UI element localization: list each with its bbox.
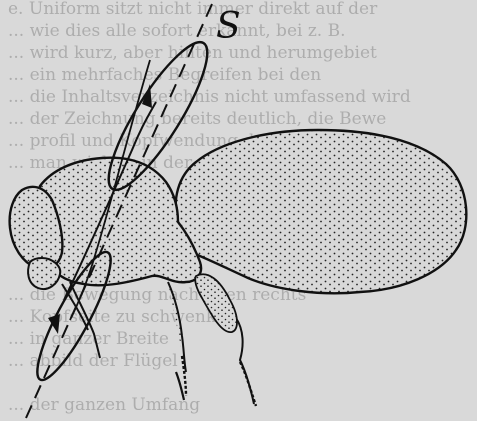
mouthparts — [28, 258, 60, 289]
axis-label: S — [216, 6, 241, 47]
bleed-line: e. Uniform sitzt nicht immer direkt auf … — [8, 0, 378, 19]
bleed-line: ... der ganzen Umfang — [8, 395, 200, 415]
bleed-line: ... Kopfseite zu schwenken — [8, 307, 237, 327]
bleed-line: ... in ganzer Breite — [8, 329, 169, 349]
bleed-line: ... abbild der Flügel — [8, 351, 178, 371]
bleed-line: ... der Zeichnung bereits deutlich, die … — [8, 109, 386, 129]
thorax — [37, 158, 202, 286]
bleed-line: ... die Bewegung nach oben rechts — [8, 285, 306, 305]
bleed-line: ... wie dies alle sofort erkannt, bei z.… — [8, 21, 346, 41]
bleed-line: ... die Inhaltsverzeichnis nicht umfasse… — [8, 87, 411, 107]
hind-wing-lobe — [176, 130, 467, 293]
